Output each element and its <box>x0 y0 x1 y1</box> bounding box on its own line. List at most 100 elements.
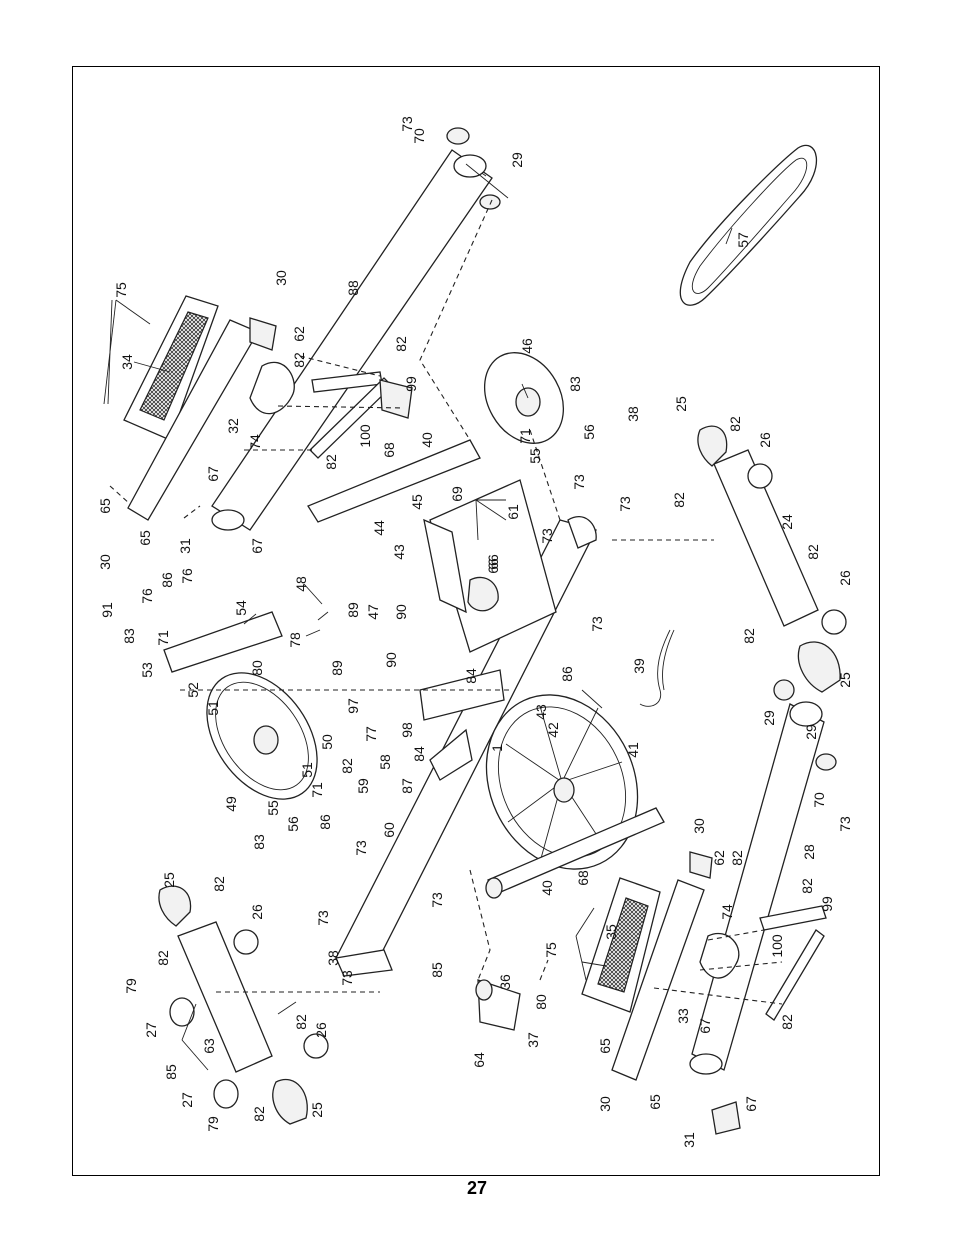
callout: 82 <box>211 876 227 892</box>
callout: 66 <box>485 558 501 574</box>
callout: 42 <box>545 722 561 738</box>
callout: 74 <box>719 904 735 920</box>
callout: 73 <box>571 474 587 490</box>
callout: 51 <box>205 700 221 716</box>
callout: 53 <box>139 662 155 678</box>
resistance-flywheel-part <box>484 352 564 444</box>
upper-rail-part <box>307 371 481 523</box>
callout: 1 <box>489 744 505 752</box>
callout: 70 <box>411 128 427 144</box>
callout: 51 <box>299 762 315 778</box>
callout: 84 <box>411 746 427 762</box>
callout: 24 <box>779 514 795 530</box>
callout: 57 <box>735 232 751 248</box>
callout: 82 <box>799 878 815 894</box>
callout: 59 <box>355 778 371 794</box>
callout: 34 <box>119 354 135 370</box>
callout: 82 <box>293 1014 309 1030</box>
callout: 67 <box>249 538 265 554</box>
callout: 85 <box>163 1064 179 1080</box>
callout: 76 <box>179 568 195 584</box>
upper-pedal-part <box>123 295 295 521</box>
callout: 27 <box>179 1092 195 1108</box>
callout: 65 <box>137 530 153 546</box>
callout: 54 <box>233 600 249 616</box>
callout: 35 <box>603 924 619 940</box>
callout: 73 <box>353 840 369 856</box>
callout: 45 <box>409 494 425 510</box>
callout: 91 <box>99 602 115 618</box>
callout: 47 <box>365 604 381 620</box>
callout: 70 <box>811 792 827 808</box>
callout: 26 <box>757 432 773 448</box>
callout: 58 <box>377 754 393 770</box>
callout: 25 <box>837 672 853 688</box>
callout: 55 <box>527 448 543 464</box>
callout: 66 <box>485 554 501 570</box>
callout: 30 <box>97 554 113 570</box>
callout: 73 <box>315 910 331 926</box>
callout: 82 <box>393 336 409 352</box>
callout: 79 <box>205 1116 221 1132</box>
callout: 69 <box>449 486 465 502</box>
callout: 65 <box>647 1094 663 1110</box>
wire-harness-part <box>639 629 675 707</box>
part-callouts: 73 70 29 88 75 30 62 82 34 82 99 32 74 1… <box>97 116 853 1148</box>
callout: 26 <box>837 570 853 586</box>
callout: 76 <box>139 588 155 604</box>
callout: 99 <box>819 896 835 912</box>
callout: 29 <box>803 724 819 740</box>
callout: 38 <box>325 950 341 966</box>
callout: 73 <box>399 116 415 132</box>
front-stabilizer-part <box>158 885 329 1125</box>
callout: 52 <box>185 682 201 698</box>
callout: 61 <box>505 504 521 520</box>
callout: 100 <box>357 424 373 448</box>
callout: 27 <box>143 1022 159 1038</box>
callout: 98 <box>399 722 415 738</box>
callout: 88 <box>345 280 361 296</box>
leader-lines <box>103 163 733 1071</box>
callout: 89 <box>345 602 361 618</box>
callout: 82 <box>251 1106 267 1122</box>
callout: 37 <box>525 1032 541 1048</box>
callout: 82 <box>339 758 355 774</box>
callout: 85 <box>429 962 445 978</box>
callout: 67 <box>205 466 221 482</box>
main-frame-part <box>335 479 597 977</box>
callout: 56 <box>581 424 597 440</box>
callout: 74 <box>247 434 263 450</box>
callout: 30 <box>597 1096 613 1112</box>
callout: 73 <box>429 892 445 908</box>
callout: 29 <box>509 152 525 168</box>
callout: 60 <box>381 822 397 838</box>
callout: 86 <box>159 572 175 588</box>
front-flywheel-part <box>485 694 639 870</box>
callout: 73 <box>589 616 605 632</box>
callout: 65 <box>597 1038 613 1054</box>
callout: 44 <box>371 520 387 536</box>
callout: 30 <box>273 270 289 286</box>
callout: 82 <box>805 544 821 560</box>
callout: 30 <box>691 818 707 834</box>
lower-rail-part <box>485 807 665 899</box>
callout: 41 <box>625 742 641 758</box>
callout: 100 <box>769 934 785 958</box>
callout: 87 <box>399 778 415 794</box>
callout: 83 <box>251 834 267 850</box>
upper-pedal-arm-part <box>211 127 501 531</box>
page-number: 27 <box>466 1178 488 1198</box>
callout: 84 <box>463 668 479 684</box>
callout: 25 <box>673 396 689 412</box>
callout: 83 <box>121 628 137 644</box>
callout: 28 <box>801 844 817 860</box>
callout: 67 <box>697 1018 713 1034</box>
callout: 82 <box>741 628 757 644</box>
callout: 73 <box>837 816 853 832</box>
callout: 64 <box>471 1052 487 1068</box>
callout: 33 <box>675 1008 691 1024</box>
callout: 63 <box>201 1038 217 1054</box>
callout: 90 <box>393 604 409 620</box>
callout: 50 <box>319 734 335 750</box>
